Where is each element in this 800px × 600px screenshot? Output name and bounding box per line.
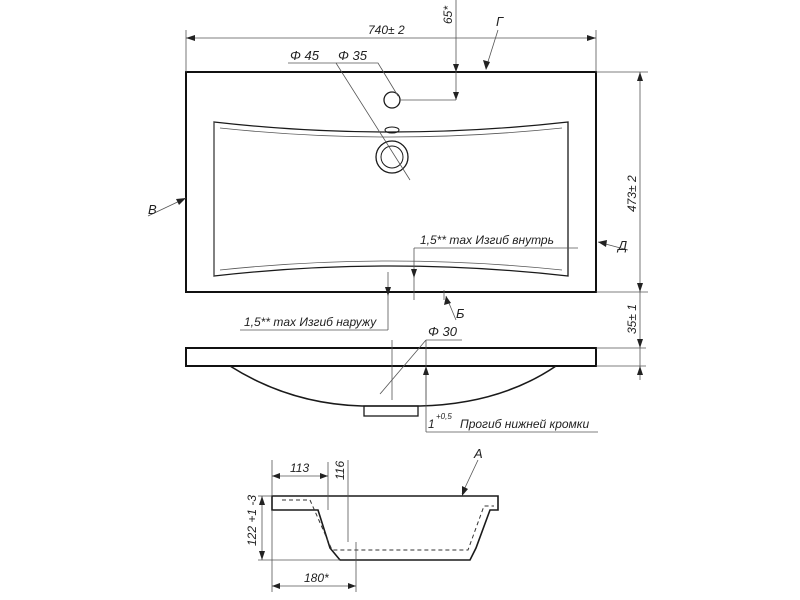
note-inward-bend: 1,5** max Изгиб внутрь bbox=[420, 233, 554, 247]
note-outward-bend: 1,5** max Изгиб наружу bbox=[244, 315, 377, 329]
tap-hole bbox=[383, 91, 401, 109]
dim-section-bottom-width: 180* bbox=[304, 571, 329, 585]
bowl-outline bbox=[229, 365, 557, 407]
dim-overall-depth: 473± 2 bbox=[625, 175, 639, 212]
front-view bbox=[185, 292, 646, 433]
view-label-v: В bbox=[148, 202, 157, 217]
rim-outline bbox=[185, 347, 597, 367]
dim-drain-diameter: Φ 45 bbox=[290, 48, 320, 63]
dim-overflow-diameter: Φ 30 bbox=[428, 324, 458, 339]
sink-outer-outline bbox=[185, 71, 597, 293]
view-label-b: Б bbox=[456, 306, 465, 321]
top-view bbox=[147, 0, 648, 331]
basin-outline bbox=[213, 121, 569, 277]
view-label-a: А bbox=[473, 446, 483, 461]
dim-rim-thickness: 35± 1 bbox=[625, 304, 639, 334]
drain-hole bbox=[375, 126, 409, 174]
note-deflection-value: 1 bbox=[428, 417, 435, 431]
dim-tap-hole-offset: 65* bbox=[441, 6, 455, 24]
section-view bbox=[258, 459, 499, 592]
dim-overall-width: 740± 2 bbox=[368, 23, 405, 37]
dim-tap-hole-diameter: Φ 35 bbox=[338, 48, 368, 63]
dim-section-height: 122 +1 -3 bbox=[245, 495, 259, 546]
view-label-g: Г bbox=[496, 14, 504, 29]
section-outline bbox=[271, 495, 499, 561]
note-bottom-edge-deflection: Прогиб нижней кромки bbox=[460, 417, 589, 431]
dim-section-offset-113: 113 bbox=[290, 461, 309, 475]
view-label-d: Д bbox=[616, 238, 627, 253]
note-deflection-tolerance: +0,5 bbox=[436, 412, 452, 421]
dim-section-offset-116: 116 bbox=[333, 461, 347, 480]
